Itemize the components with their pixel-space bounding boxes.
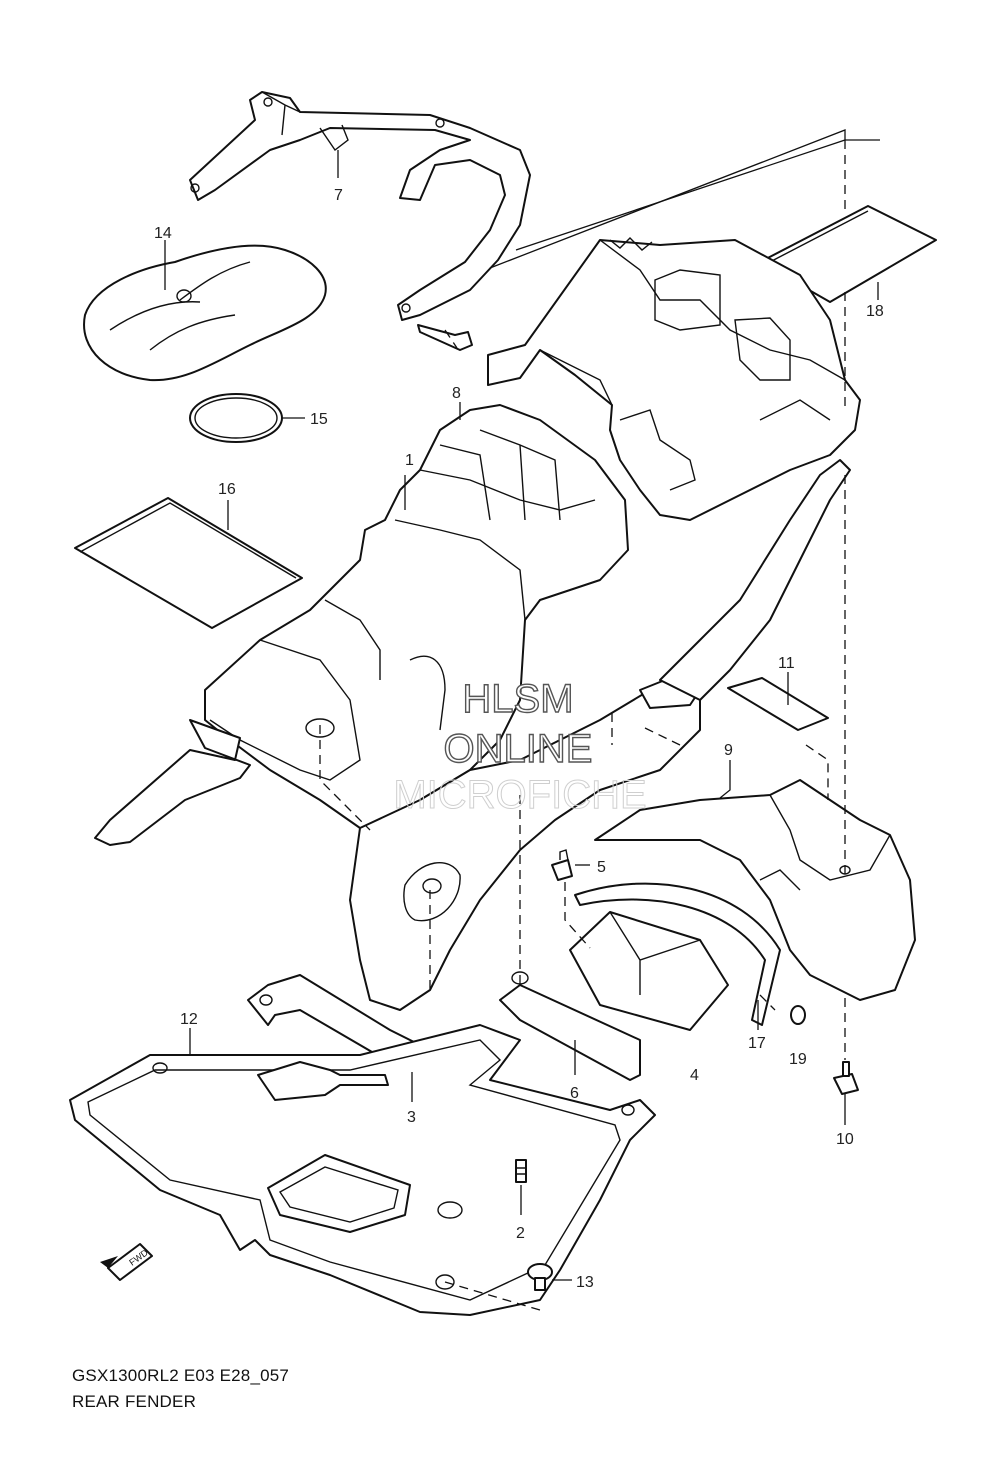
strip-part-17 xyxy=(574,882,781,1026)
callout-7: 7 xyxy=(334,187,343,204)
watermark-line-1: HLSM xyxy=(462,677,573,721)
washer-part-19 xyxy=(790,1005,806,1025)
ring-part-15 xyxy=(189,393,283,443)
sheet-part-16 xyxy=(74,497,303,629)
callout-11: 11 xyxy=(778,655,795,672)
watermark: HLSM ONLINE MICROFICHE xyxy=(393,676,647,817)
side-stay xyxy=(659,459,851,701)
callout-16: 16 xyxy=(218,481,236,498)
callout-15: 15 xyxy=(310,411,328,428)
fwd-arrow-icon: FWD xyxy=(100,1243,153,1281)
bracket-part-4 xyxy=(569,911,729,1031)
diagram-title: REAR FENDER xyxy=(72,1392,197,1411)
watermark-line-2: ONLINE xyxy=(444,727,593,771)
callout-6: 6 xyxy=(570,1085,579,1102)
plate-part-6 xyxy=(499,984,641,1081)
callout-1: 1 xyxy=(405,452,414,469)
bolt-part-10 xyxy=(833,1061,859,1095)
callout-14: 14 xyxy=(154,225,172,242)
grab-bracket-part-7 xyxy=(189,91,531,351)
undertray-part-12 xyxy=(69,1024,656,1316)
callout-10: 10 xyxy=(836,1131,854,1148)
cover-part-9 xyxy=(594,779,916,1001)
clip-part-13 xyxy=(527,1263,553,1291)
callout-19: 19 xyxy=(789,1051,807,1068)
callout-8: 8 xyxy=(452,385,461,402)
callout-13: 13 xyxy=(576,1274,594,1291)
watermark-line-3: MICROFICHE xyxy=(393,773,646,817)
callout-9: 9 xyxy=(724,742,733,759)
screw-part-2 xyxy=(515,1159,527,1183)
callout-18: 18 xyxy=(866,303,884,320)
rear-fender-part-1 xyxy=(94,404,629,846)
callout-17: 17 xyxy=(748,1035,766,1052)
rear-fender-upper-part-8 xyxy=(487,237,861,521)
cover-part-14 xyxy=(83,244,327,382)
callout-2: 2 xyxy=(516,1225,525,1242)
callout-12: 12 xyxy=(180,1011,198,1028)
bolt-part-5 xyxy=(551,849,573,881)
diagram-model-code: GSX1300RL2 E03 E28_057 xyxy=(72,1366,290,1385)
strip-part-11 xyxy=(727,677,829,731)
callout-3: 3 xyxy=(407,1109,416,1126)
callout-5: 5 xyxy=(597,859,606,876)
callout-4: 4 xyxy=(690,1067,699,1084)
